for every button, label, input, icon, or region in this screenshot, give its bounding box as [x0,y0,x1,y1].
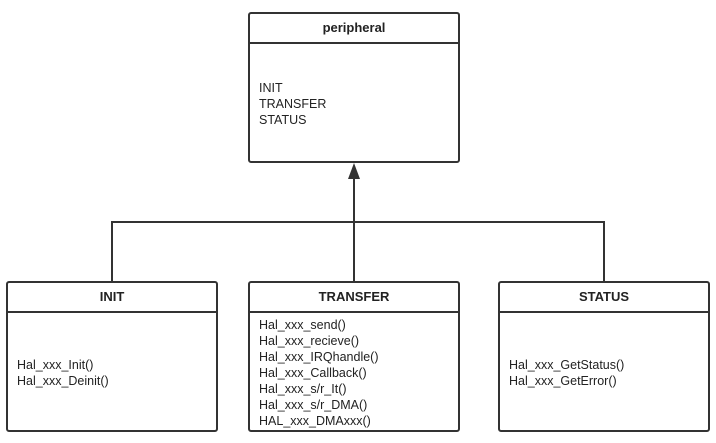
class-members-init: Hal_xxx_Init() Hal_xxx_Deinit() [8,313,216,389]
class-members-status: Hal_xxx_GetStatus() Hal_xxx_GetError() [500,313,708,389]
member-item: TRANSFER [259,97,327,111]
member-item: Hal_xxx_send() [259,318,346,332]
class-members-transfer: Hal_xxx_send() Hal_xxx_recieve() Hal_xxx… [250,313,458,429]
class-title-peripheral: peripheral [250,14,458,44]
member-item: Hal_xxx_Init() [17,358,94,372]
class-box-init[interactable]: INIT Hal_xxx_Init() Hal_xxx_Deinit() [6,281,218,432]
member-item: Hal_xxx_GetStatus() [509,358,625,372]
member-item: Hal_xxx_Deinit() [17,374,109,388]
member-item: Hal_xxx_GetError() [509,374,617,388]
class-title-status: STATUS [500,283,708,313]
class-members-peripheral: INIT TRANSFER STATUS [250,44,458,128]
class-box-peripheral[interactable]: peripheral INIT TRANSFER STATUS [248,12,460,163]
inheritance-arrowhead [348,163,360,179]
member-item: Hal_xxx_recieve() [259,334,360,348]
class-box-status[interactable]: STATUS Hal_xxx_GetStatus() Hal_xxx_GetEr… [498,281,710,432]
member-item: Hal_xxx_Callback() [259,366,367,380]
class-box-transfer[interactable]: TRANSFER Hal_xxx_send() Hal_xxx_recieve(… [248,281,460,432]
member-item: Hal_xxx_s/r_DMA() [259,398,368,412]
member-item: Hal_xxx_s/r_It() [259,382,347,396]
member-item: INIT [259,81,283,95]
member-item: HAL_xxx_DMAxxx() [259,414,371,428]
class-title-transfer: TRANSFER [250,283,458,313]
connector-init-to-peripheral [111,221,354,281]
connector-status-to-peripheral [354,221,605,281]
member-item: Hal_xxx_IRQhandle() [259,350,379,364]
class-title-init: INIT [8,283,216,313]
member-item: STATUS [259,113,307,127]
